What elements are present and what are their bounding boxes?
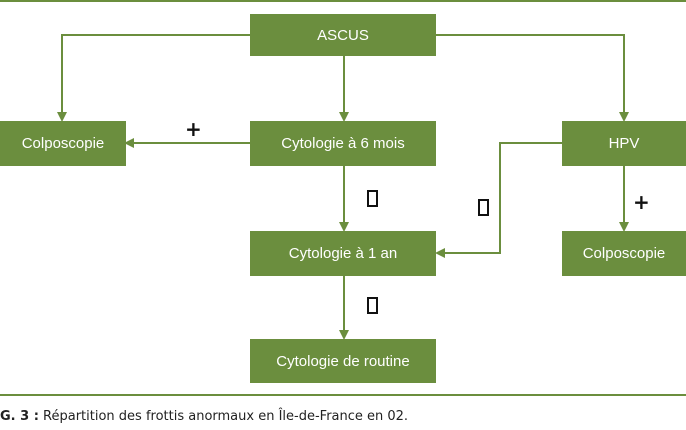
plus-sign-cytologie-colposcopie: + [185, 117, 202, 141]
figure-caption: G. 3 : Répartition des frottis anormaux … [0, 409, 408, 424]
edge-ascus-hpv [436, 34, 629, 122]
node-cytologie-routine: Cytologie de routine [250, 339, 436, 383]
top-rule [0, 0, 686, 2]
missing-glyph-icon [367, 190, 378, 207]
node-colposcopie-right: Colposcopie [562, 231, 686, 276]
caption-label: G. 3 : [0, 409, 39, 424]
edge-ascus-colposcopie-left [57, 34, 250, 122]
caption-text: Répartition des frottis anormaux en Île-… [38, 409, 409, 424]
edge-hpv-cytologie-1-an [435, 142, 562, 258]
plus-sign-hpv-colposcopie: + [633, 190, 650, 214]
node-colposcopie-left: Colposcopie [0, 121, 126, 166]
node-cytologie-1-an: Cytologie à 1 an [250, 231, 436, 276]
node-hpv: HPV [562, 121, 686, 166]
missing-glyph-icon [478, 199, 489, 216]
node-cytologie-6-mois: Cytologie à 6 mois [250, 121, 436, 166]
node-ascus: ASCUS [250, 14, 436, 56]
missing-glyph-icon [367, 297, 378, 314]
bottom-rule [0, 394, 686, 396]
